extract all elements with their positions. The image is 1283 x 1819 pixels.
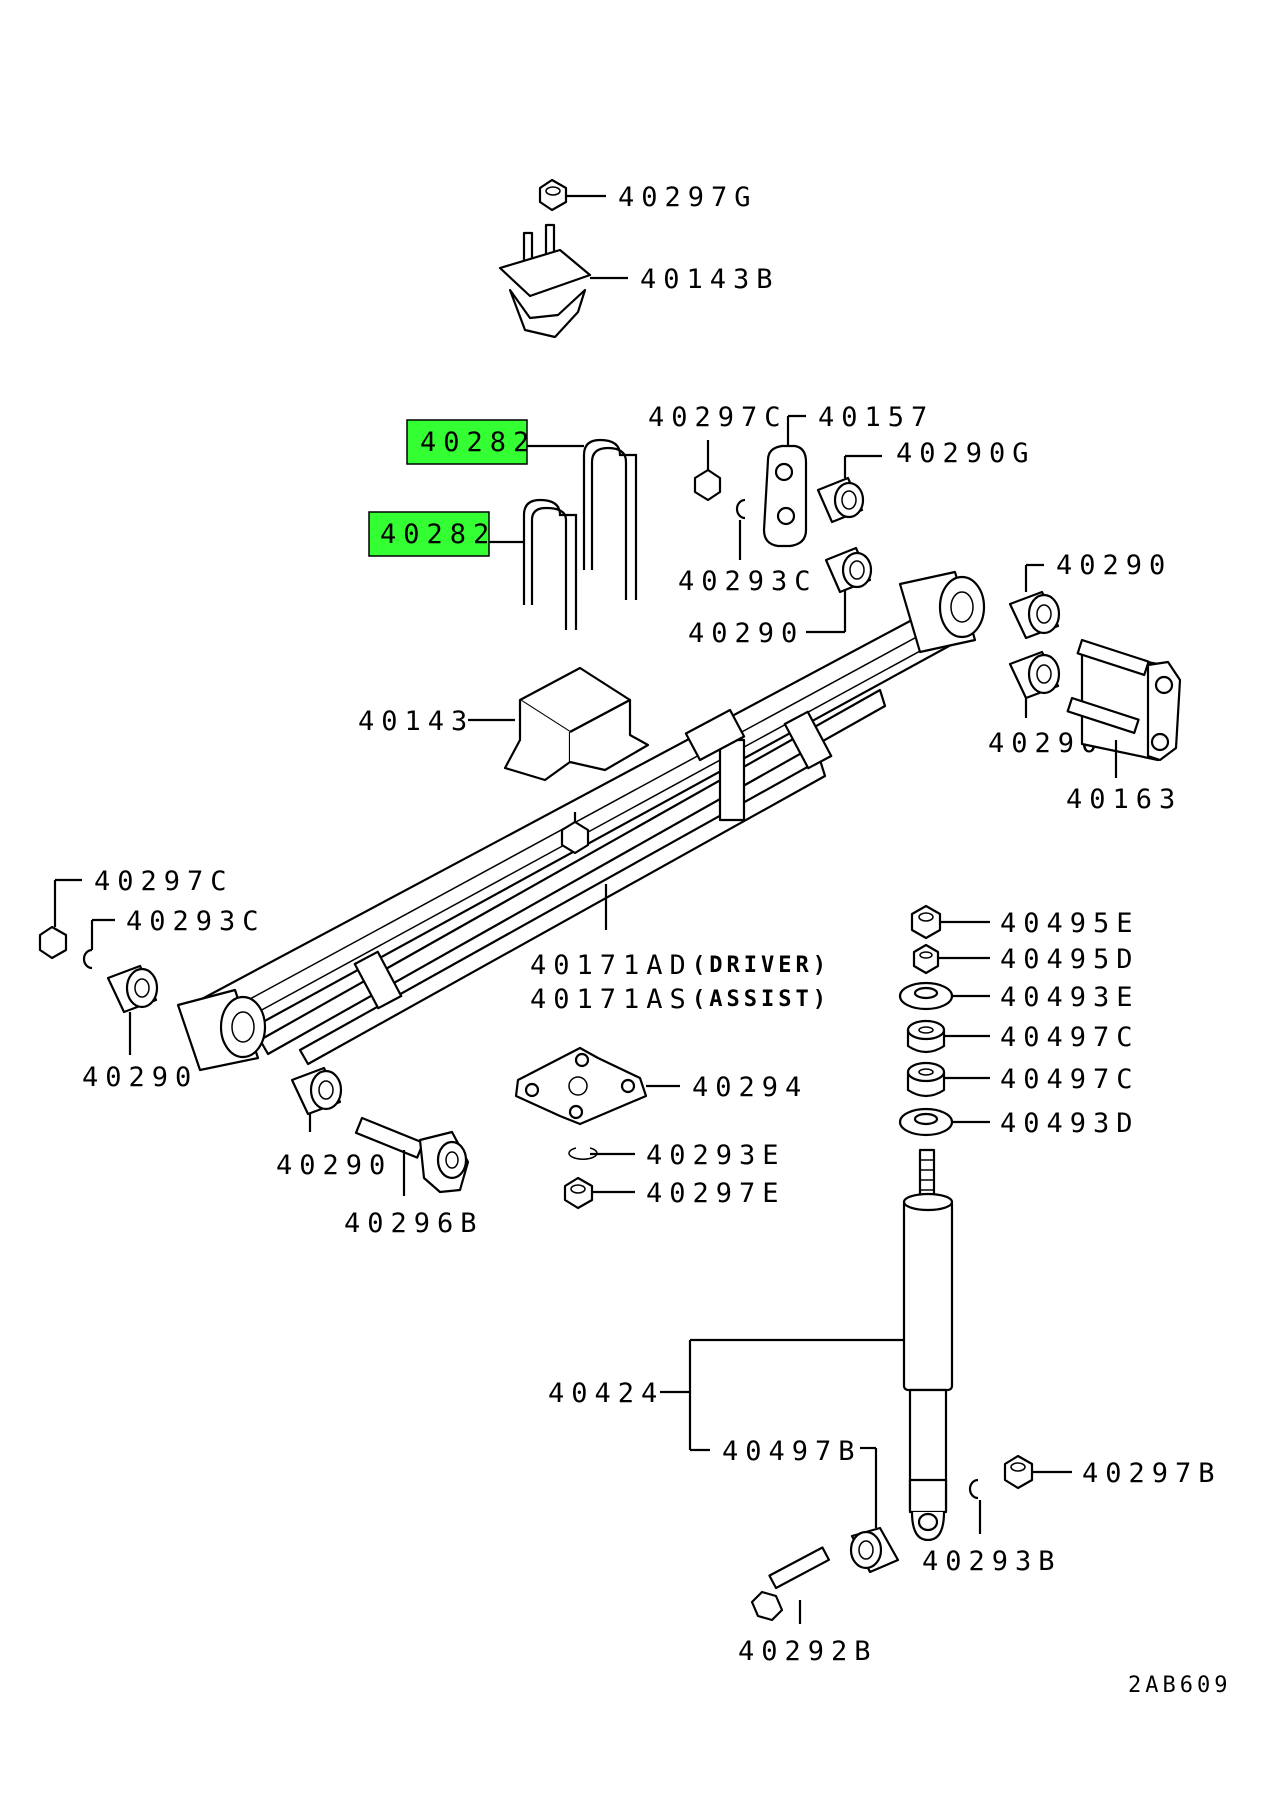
label-nut-pad: 40297E xyxy=(646,1178,786,1209)
shock-bush-b-icon[interactable] xyxy=(849,1526,900,1574)
label-front-pin: 40296B xyxy=(344,1208,484,1239)
label-leaf-assist-note: (ASSIST) xyxy=(692,987,830,1012)
clip-shackle-icon[interactable] xyxy=(735,498,746,520)
shock-clip-b-icon[interactable] xyxy=(968,1478,979,1500)
shackle-pin-icon[interactable] xyxy=(1066,638,1182,762)
label-u-bolt-lower: 40282 xyxy=(380,519,496,550)
label-shock-nut-d: 40495D xyxy=(1000,944,1140,975)
label-bushing-shackle-lower: 40290 xyxy=(688,618,804,649)
bushing-shackle-lower-icon[interactable] xyxy=(824,546,873,594)
nut-shackle-icon[interactable] xyxy=(693,468,722,502)
label-nut-top: 40297G xyxy=(618,182,758,213)
label-shackle-plate: 40157 xyxy=(818,402,934,433)
shock-washer-e-icon[interactable] xyxy=(898,981,954,1011)
label-clip-shackle: 40293C xyxy=(678,566,818,597)
nut-top-icon[interactable] xyxy=(538,178,568,212)
label-shock-bolt: 40292B xyxy=(738,1636,878,1667)
label-clip-pad: 40293E xyxy=(646,1140,786,1171)
label-shock-absorber: 40424 xyxy=(548,1378,664,1409)
clip-front-icon[interactable] xyxy=(82,948,93,970)
leaf-spring-icon[interactable] xyxy=(176,570,986,1072)
bushing-shackle-g-icon[interactable] xyxy=(816,476,865,524)
label-bushing-front: 40290 xyxy=(82,1062,198,1093)
nut-front-icon[interactable] xyxy=(38,925,68,960)
shock-bush-c2-icon[interactable] xyxy=(906,1061,946,1098)
diagram-code: 2AB609 xyxy=(1128,1673,1231,1698)
shock-washer-d-icon[interactable] xyxy=(898,1107,954,1137)
label-shock-nut-b: 40297B xyxy=(1082,1458,1222,1489)
label-shock-bush-c1: 40497C xyxy=(1000,1022,1140,1053)
shock-nut-e-icon[interactable] xyxy=(910,904,942,940)
front-pin-icon[interactable] xyxy=(354,1116,470,1194)
bushing-rear-upper-icon[interactable] xyxy=(1008,590,1061,640)
label-shock-bush-b: 40497B xyxy=(722,1436,862,1467)
label-shock-washer-e: 40493E xyxy=(1000,982,1140,1013)
label-nut-front: 40297C xyxy=(94,866,234,897)
label-leaf-driver-code: 40171AD xyxy=(530,950,693,981)
label-bushing-rear-lower: 40290 xyxy=(988,728,1104,759)
label-bushing-front-lower: 40290 xyxy=(276,1150,392,1181)
shock-bush-c1-icon[interactable] xyxy=(906,1019,946,1054)
pad-plate-icon[interactable] xyxy=(514,1046,648,1126)
nut-pad-icon[interactable] xyxy=(563,1176,594,1210)
u-bolt-lower-callout[interactable]: 40282 xyxy=(368,511,496,557)
shock-nut-b-icon[interactable] xyxy=(1003,1454,1034,1490)
label-u-bolt-upper: 40282 xyxy=(420,427,536,458)
bushing-rear-lower-icon[interactable] xyxy=(1008,650,1061,700)
label-spring-seat: 40143 xyxy=(358,706,474,737)
label-pad-plate: 40294 xyxy=(692,1072,808,1103)
label-clip-front: 40293C xyxy=(126,906,266,937)
shock-bolt-icon[interactable] xyxy=(750,1546,831,1622)
label-shock-nut-e: 40495E xyxy=(1000,908,1140,939)
label-shock-clip-b: 40293B xyxy=(922,1546,1062,1577)
label-shock-bush-c2: 40497C xyxy=(1000,1064,1140,1095)
spring-seat-top-icon[interactable] xyxy=(498,223,592,339)
shock-nut-d-icon[interactable] xyxy=(912,943,940,975)
shackle-plate-icon[interactable] xyxy=(762,444,808,548)
spring-seat-icon[interactable] xyxy=(503,666,650,782)
bushing-front-lower-icon[interactable] xyxy=(290,1066,343,1116)
label-shock-washer-d: 40493D xyxy=(1000,1108,1140,1139)
u-bolt-upper-icon[interactable] xyxy=(582,438,638,600)
label-bushing-rear-upper: 40290 xyxy=(1056,550,1172,581)
label-leaf-assist-code: 40171AS xyxy=(530,984,693,1015)
bushing-front-icon[interactable] xyxy=(106,964,159,1014)
u-bolt-lower-icon[interactable] xyxy=(522,498,578,630)
u-bolt-upper-callout[interactable]: 40282 xyxy=(406,419,536,465)
clip-pad-icon[interactable] xyxy=(568,1147,598,1160)
label-nut-shackle: 40297C xyxy=(648,402,788,433)
label-shackle-pin: 40163 xyxy=(1066,784,1182,815)
shock-absorber-icon[interactable] xyxy=(902,1148,954,1542)
label-bushing-shackle-g: 40290G xyxy=(896,438,1036,469)
label-leaf-driver-note: (DRIVER) xyxy=(692,953,830,978)
label-spring-seat-top: 40143B xyxy=(640,264,780,295)
